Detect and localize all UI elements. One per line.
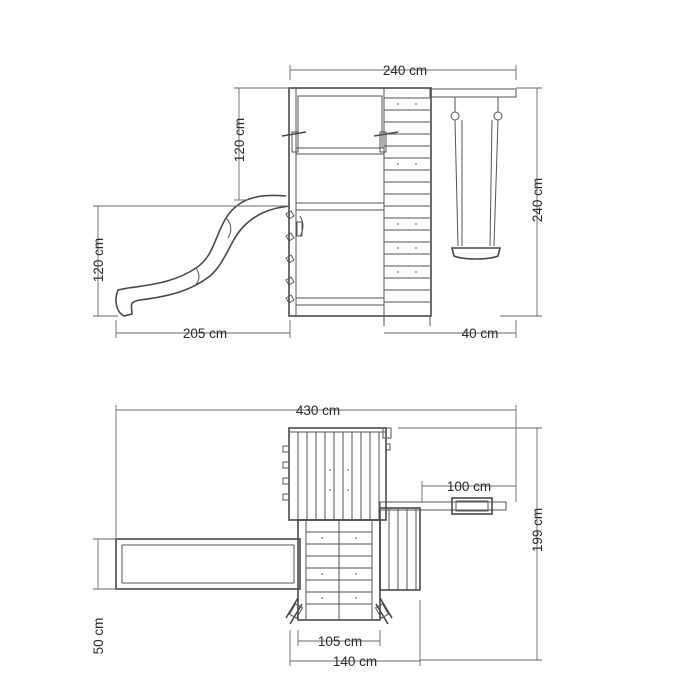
side-platform [379, 501, 507, 591]
handle-bottom-left-icon [285, 597, 304, 625]
dim-label-total-length: 430 cm [296, 403, 340, 418]
dim-label-slide-width: 50 cm [91, 618, 106, 655]
handle-left-icon [281, 131, 307, 153]
dimension-lines-front [93, 65, 542, 338]
front-view: 240 cm 120 cm 120 cm 240 cm 205 cm 40 cm [91, 63, 545, 341]
dim-label-total-depth: 199 cm [530, 508, 545, 552]
tower-frame [288, 87, 432, 326]
swing [429, 88, 517, 260]
wall-slats [384, 97, 430, 303]
swing-seat-top [451, 497, 493, 515]
dim-label-slide-length: 205 cm [183, 326, 227, 341]
dim-label-tower-width: 140 cm [333, 654, 377, 669]
handle-right-icon [373, 131, 399, 153]
dim-label-front-width: 240 cm [383, 63, 427, 78]
slide-top [115, 538, 301, 590]
tower-deck [288, 427, 392, 521]
climbing-holds-top [282, 445, 290, 501]
climbing-holds [285, 210, 295, 304]
handle-bottom-right-icon [374, 597, 393, 625]
dim-label-ladder-width: 105 cm [318, 634, 362, 649]
dim-label-swing-beam: 100 cm [447, 479, 491, 494]
top-view: 430 cm 100 cm 199 cm 50 cm 105 cm 140 cm [91, 403, 545, 669]
slide [115, 194, 291, 317]
ladder-ramp [297, 519, 381, 621]
dim-label-tower-height: 120 cm [232, 118, 247, 162]
dim-label-swing-offset: 40 cm [462, 326, 499, 341]
dim-label-slide-height: 120 cm [91, 238, 106, 282]
dim-label-swing-height: 240 cm [530, 178, 545, 222]
dimension-lines-top [93, 405, 542, 666]
